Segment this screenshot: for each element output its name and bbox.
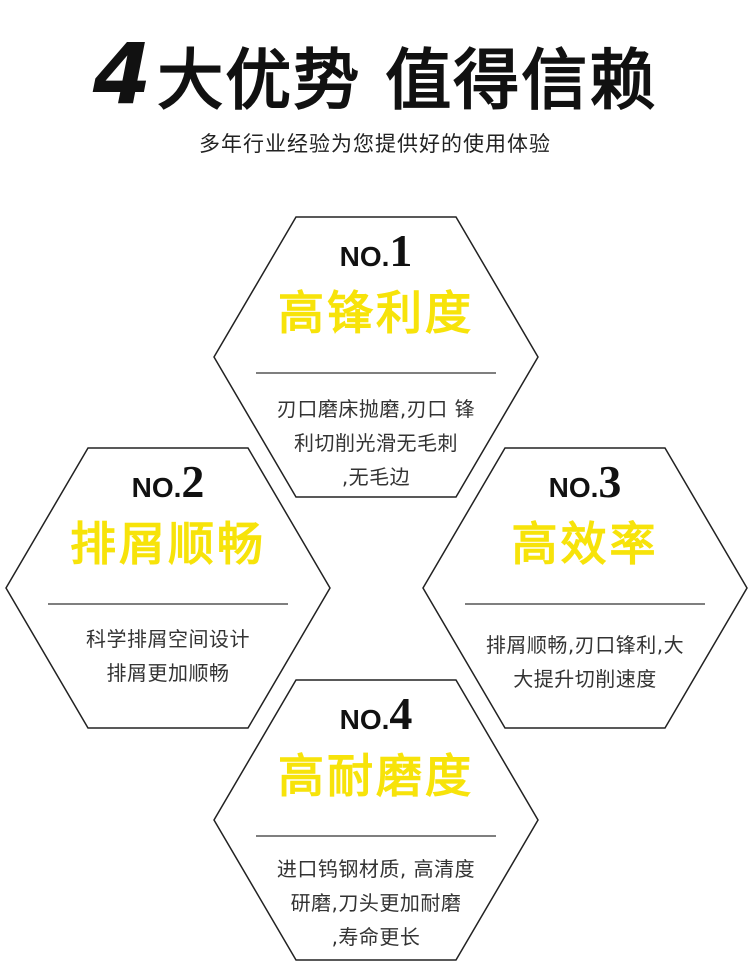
card-desc-line: 排屑更加顺畅	[106, 661, 230, 685]
hexagon-frame-1	[213, 216, 539, 498]
card-number: NO.2	[131, 456, 205, 507]
card-desc-line: 排屑顺畅,刃口锋利,大	[485, 633, 685, 657]
advantage-card-2: NO.2 排屑顺畅	[18, 459, 318, 570]
card-desc-line: 进口钨钢材质, 高清度	[276, 857, 476, 881]
card-title: 排屑顺畅	[70, 517, 266, 571]
hexagon-frame-3	[422, 447, 748, 729]
main-title: 4大优势值得信赖	[0, 28, 750, 120]
hexagon-frame-2	[5, 447, 331, 729]
card-number: NO.1	[339, 225, 413, 276]
advantage-card-3: NO.3 高效率	[435, 459, 735, 570]
card-title: 高锋利度	[278, 286, 474, 340]
card-number: NO.4	[339, 688, 413, 739]
title-part-1: 大优势	[157, 42, 362, 119]
advantage-card-4-desc: 进口钨钢材质, 高清度 研磨,刀头更加耐磨 ,寿命更长	[236, 852, 516, 954]
title-number: 4	[92, 25, 154, 123]
card-title: 高效率	[511, 517, 659, 571]
advantage-card-3-desc: 排屑顺畅,刃口锋利,大 大提升切削速度	[445, 628, 725, 696]
advantage-card-1-desc: 刃口磨床抛磨,刃口 锋 利切削光滑无毛刺 ,无毛边	[236, 392, 516, 494]
card-number: NO.3	[548, 456, 622, 507]
card-desc-line: 科学排屑空间设计	[86, 627, 250, 651]
advantage-card-4: NO.4 高耐磨度	[226, 691, 526, 802]
card-desc-line: 研磨,刀头更加耐磨	[290, 891, 462, 915]
title-part-2: 值得信赖	[385, 42, 658, 119]
subtitle: 多年行业经验为您提供好的使用体验	[199, 132, 551, 156]
card-desc-line: 刃口磨床抛磨,刃口 锋	[276, 397, 476, 421]
advantage-card-1: NO.1 高锋利度	[226, 228, 526, 339]
card-desc-line: 大提升切削速度	[513, 667, 657, 691]
card-title: 高耐磨度	[278, 749, 474, 803]
advantage-card-2-desc: 科学排屑空间设计 排屑更加顺畅	[28, 622, 308, 690]
hexagon-frame-4	[213, 679, 539, 961]
card-desc-line: ,无毛边	[341, 465, 411, 489]
card-desc-line: 利切削光滑无毛刺	[294, 431, 458, 455]
card-desc-line: ,寿命更长	[331, 925, 421, 949]
